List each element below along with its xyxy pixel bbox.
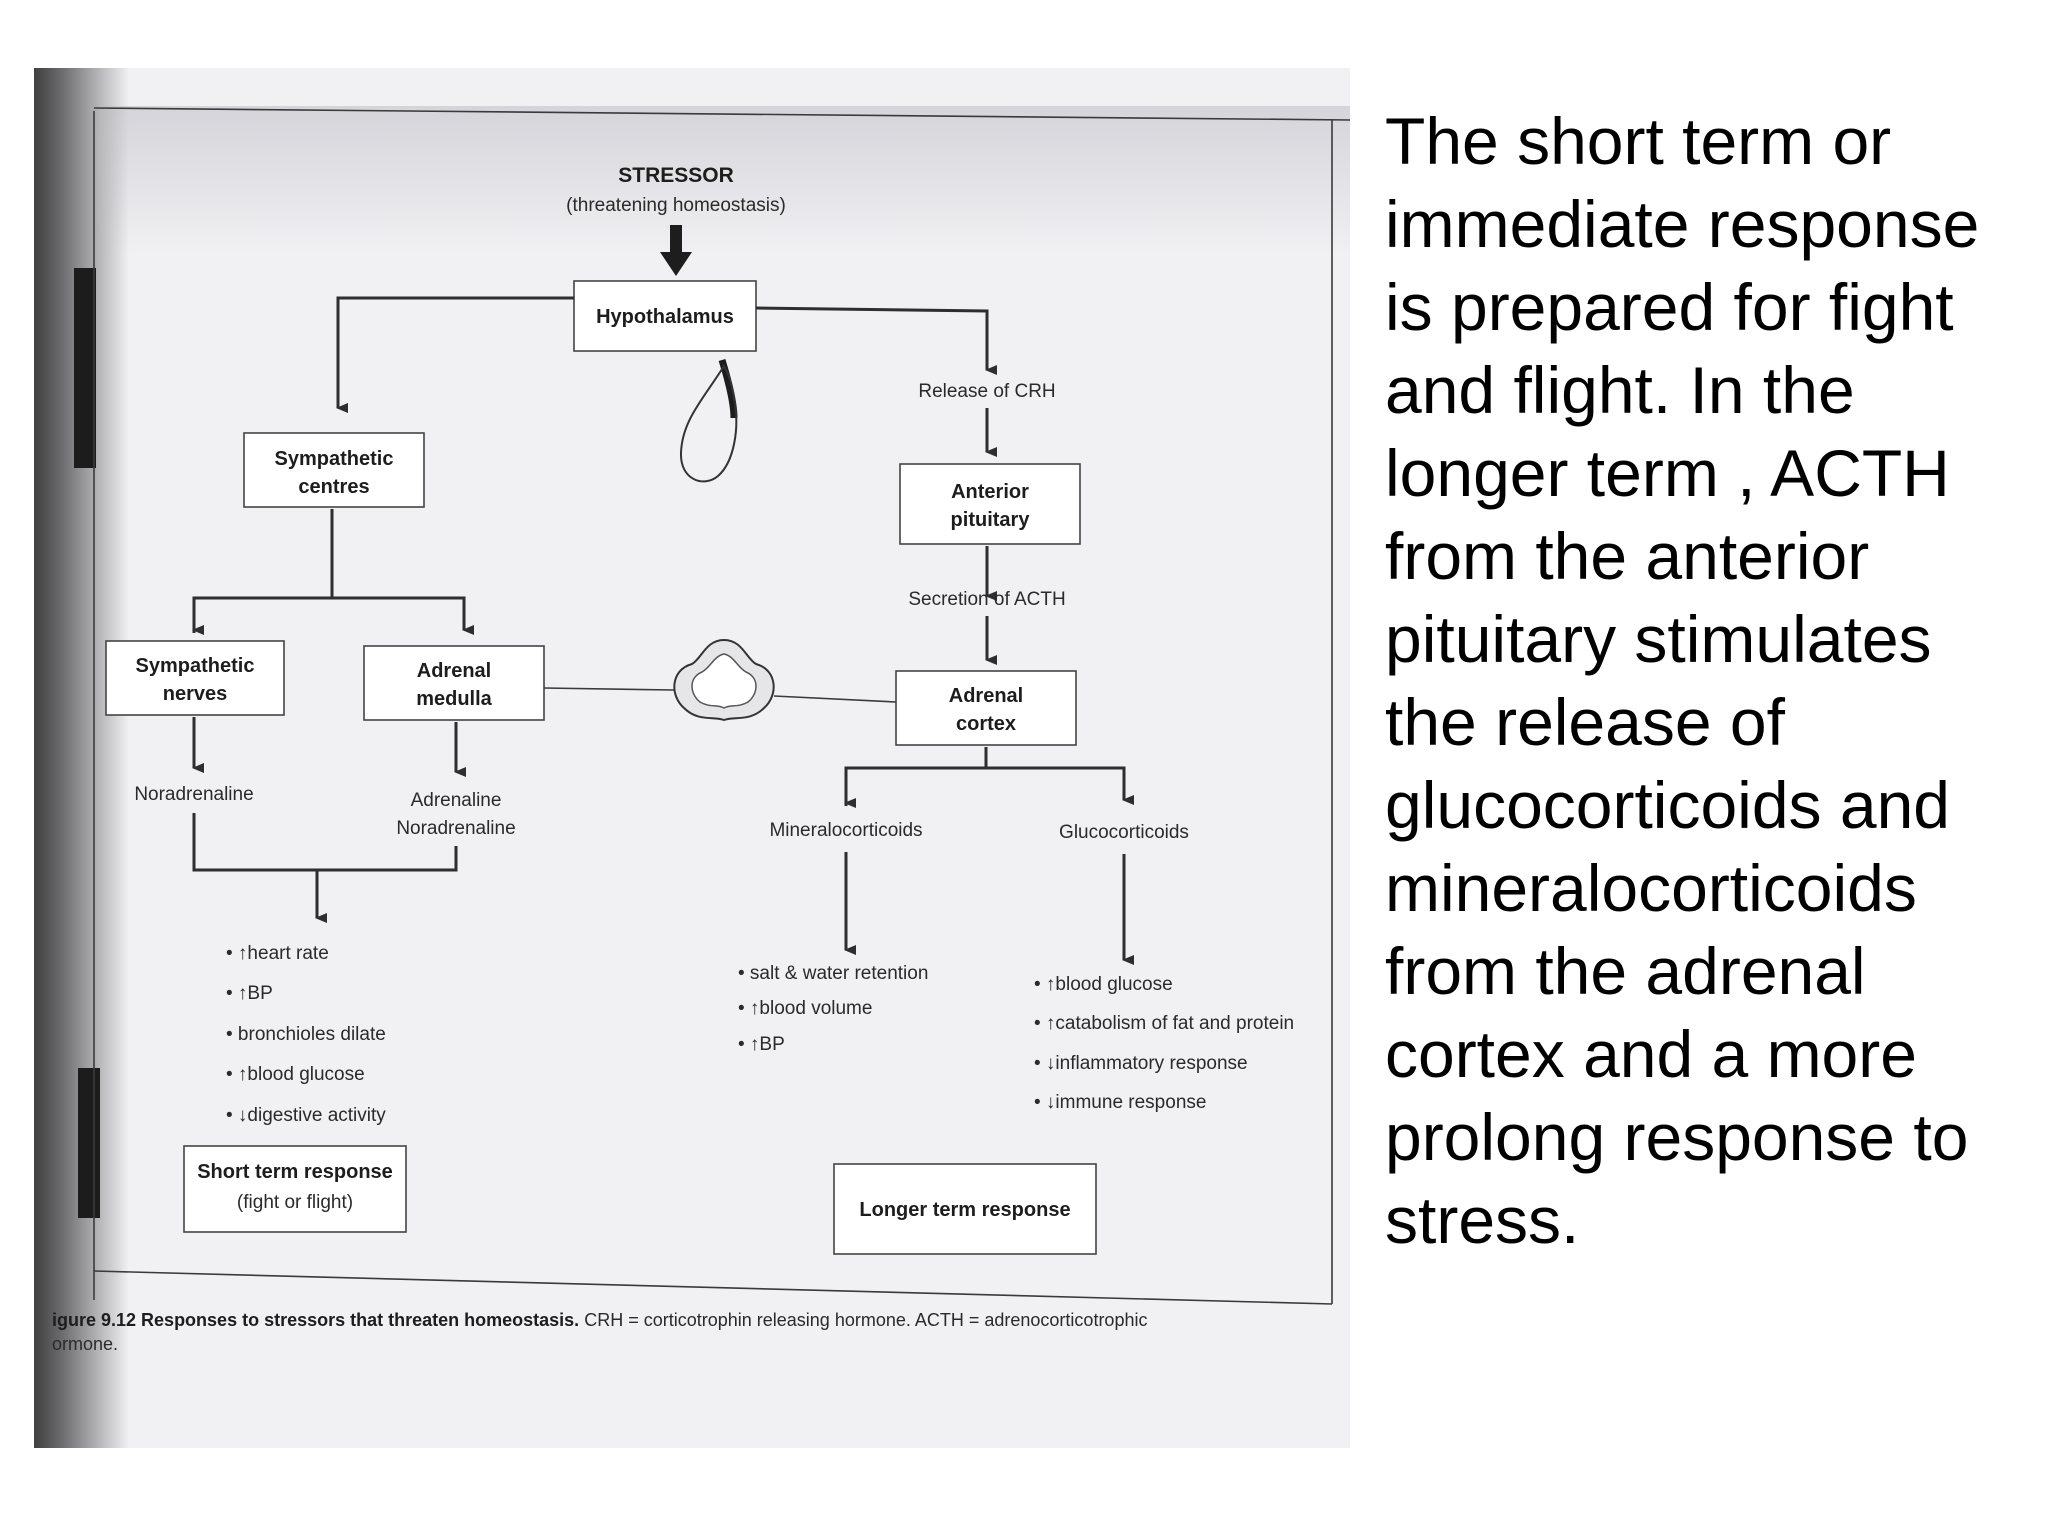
sympathetic-centres-label-1: Sympathetic [275, 448, 394, 470]
adrenaline-label: Adrenaline [411, 790, 502, 811]
glucocorticoid-effects-list: • ↑blood glucose • ↑catabolism of fat an… [1034, 974, 1294, 1113]
sympathetic-centres-box [243, 432, 425, 508]
short-term-response-sub: (fight or flight) [237, 1192, 353, 1213]
figure-caption-line-2: ormone. [52, 1334, 118, 1354]
stress-response-diagram: STRESSOR (threatening homeostasis) Hypot… [52, 107, 1350, 1354]
hypothalamus-box [573, 280, 757, 352]
caption-rest: CRH = corticotrophin releasing hormone. … [584, 1310, 1147, 1330]
pituitary-gland-icon [679, 364, 738, 483]
list-item: • ↑BP [738, 1034, 785, 1055]
adrenal-cortex-label-1: Adrenal [949, 685, 1023, 707]
anterior-pituitary-box [899, 463, 1081, 545]
stressor-arrow [660, 225, 692, 276]
list-item: • bronchioles dilate [226, 1024, 386, 1045]
longer-term-response-box [833, 1163, 1097, 1255]
sympathetic-nerves-label-1: Sympathetic [136, 655, 255, 677]
stressor-label: STRESSOR [618, 164, 734, 187]
anterior-pituitary-label-1: Anterior [951, 481, 1029, 503]
anterior-pituitary-label-2: pituitary [951, 509, 1031, 531]
frame-bottom-line [93, 1270, 1333, 1305]
secretion-acth-label: Secretion of ACTH [908, 589, 1065, 610]
noradrenaline-label-2: Noradrenaline [396, 818, 515, 839]
explanation-text: The short term or immediate response is … [1385, 104, 1980, 1257]
stressor-subtitle: (threatening homeostasis) [566, 195, 786, 216]
list-item: • ↓immune response [1034, 1092, 1206, 1113]
sympathetic-nerves-box [105, 640, 285, 716]
adrenal-medulla-label-1: Adrenal [417, 660, 491, 682]
list-item: • salt & water retention [738, 963, 928, 984]
list-item: • ↑BP [226, 983, 273, 1004]
adrenal-medulla-box [363, 645, 545, 721]
release-crh-label: Release of CRH [918, 381, 1055, 402]
adrenal-cortex-label-2: cortex [956, 713, 1016, 735]
glucocorticoids-label: Glucocorticoids [1059, 822, 1189, 843]
list-item: • ↑catabolism of fat and protein [1034, 1013, 1294, 1034]
longer-term-response-label: Longer term response [859, 1199, 1070, 1221]
scan-shading [94, 106, 1350, 256]
short-term-response-box [183, 1145, 407, 1233]
hypothalamus-label: Hypothalamus [596, 306, 734, 328]
sympathetic-centres-label-2: centres [298, 476, 369, 498]
mineralocorticoids-label: Mineralocorticoids [769, 820, 922, 841]
list-item: • ↑blood volume [738, 998, 872, 1019]
short-term-response-label: Short term response [197, 1161, 393, 1183]
frame-top-line [93, 107, 1350, 121]
list-item: • ↑blood glucose [1034, 974, 1173, 995]
adrenal-cortex-box [895, 670, 1077, 746]
list-item: • ↑heart rate [226, 943, 329, 964]
caption-bold: igure 9.12 Responses to stressors that t… [52, 1310, 579, 1330]
noradrenaline-label: Noradrenaline [134, 784, 253, 805]
list-item: • ↓digestive activity [226, 1105, 386, 1126]
book-spine-shadow [34, 68, 129, 1448]
short-term-effects-list: • ↑heart rate • ↑BP • bronchioles dilate… [226, 943, 386, 1126]
figure-caption: igure 9.12 Responses to stressors that t… [52, 1310, 1147, 1330]
adrenal-medulla-label-2: medulla [416, 688, 492, 710]
mineralocorticoid-effects-list: • salt & water retention • ↑blood volume… [738, 963, 928, 1055]
list-item: • ↓inflammatory response [1034, 1053, 1248, 1074]
scanned-figure: STRESSOR (threatening homeostasis) Hypot… [34, 68, 1350, 1448]
list-item: • ↑blood glucose [226, 1064, 365, 1085]
sympathetic-nerves-label-2: nerves [163, 683, 228, 705]
